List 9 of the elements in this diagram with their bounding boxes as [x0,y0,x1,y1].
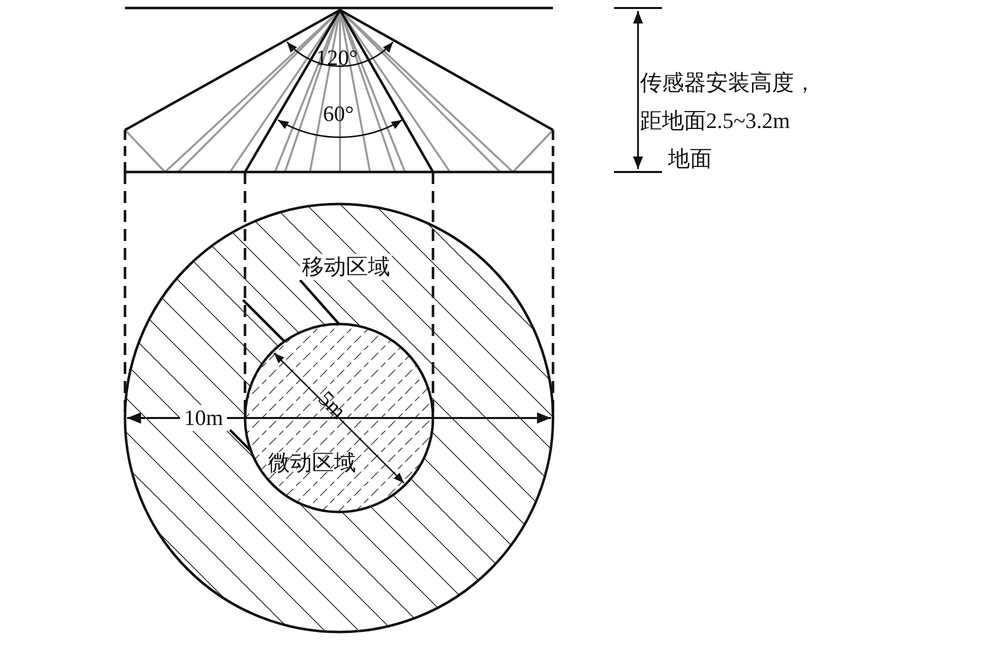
angle-label: 60° [323,101,354,127]
height-note: 传感器安装高度，距地面2.5~3.2m [640,69,817,135]
ground-label: 地面 [668,146,712,172]
leader-line [299,279,340,325]
zone-label: 移动区域 [300,254,392,280]
dimension-label: 10m [180,405,228,431]
micro-motion-zone-circle [244,322,434,514]
angle-label: 120° [316,45,358,71]
zone-label: 微动区域 [268,450,356,476]
